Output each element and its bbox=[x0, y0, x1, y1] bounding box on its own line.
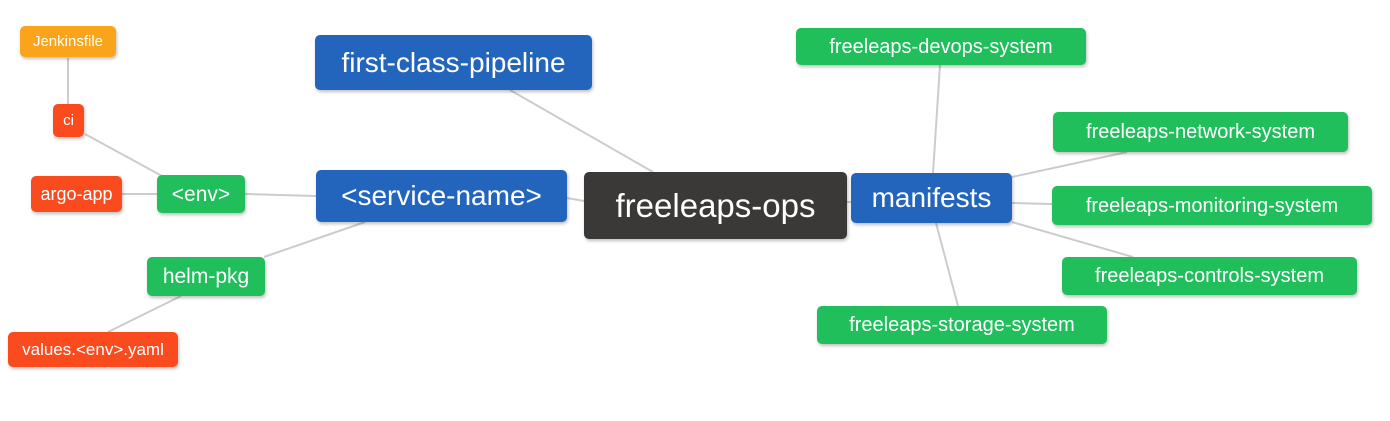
edge-manifests-controls-system bbox=[1011, 221, 1134, 258]
node-manifests[interactable]: manifests bbox=[851, 173, 1012, 223]
node-service-name[interactable]: <service-name> bbox=[316, 170, 567, 222]
edge-manifests-storage-system bbox=[935, 222, 959, 307]
edge-service-name-helm-pkg bbox=[263, 221, 366, 258]
node-helm-pkg[interactable]: helm-pkg bbox=[147, 257, 265, 296]
node-first-class-pipeline[interactable]: first-class-pipeline bbox=[315, 35, 592, 90]
edge-service-name-freeleaps-ops bbox=[566, 197, 585, 202]
node-jenkinsfile[interactable]: Jenkinsfile bbox=[20, 26, 116, 57]
node-network-system[interactable]: freeleaps-network-system bbox=[1053, 112, 1348, 152]
edge-first-class-pipeline-freeleaps-ops bbox=[509, 89, 654, 173]
edge-manifests-monitoring-system bbox=[1011, 202, 1053, 205]
edge-ci-env bbox=[84, 133, 163, 177]
edge-manifests-devops-system bbox=[932, 64, 941, 174]
node-values-env-yaml[interactable]: values.<env>.yaml bbox=[8, 332, 178, 367]
node-monitoring-system[interactable]: freeleaps-monitoring-system bbox=[1052, 186, 1372, 225]
edge-helm-pkg-values-env-yaml bbox=[107, 295, 182, 333]
node-devops-system[interactable]: freeleaps-devops-system bbox=[796, 28, 1086, 65]
node-argo-app[interactable]: argo-app bbox=[31, 176, 122, 212]
node-env[interactable]: <env> bbox=[157, 175, 245, 213]
edge-env-service-name bbox=[244, 193, 317, 197]
edge-manifests-network-system bbox=[1011, 151, 1128, 178]
node-freeleaps-ops[interactable]: freeleaps-ops bbox=[584, 172, 847, 239]
node-ci[interactable]: ci bbox=[53, 104, 84, 137]
node-controls-system[interactable]: freeleaps-controls-system bbox=[1062, 257, 1357, 295]
node-storage-system[interactable]: freeleaps-storage-system bbox=[817, 306, 1107, 344]
